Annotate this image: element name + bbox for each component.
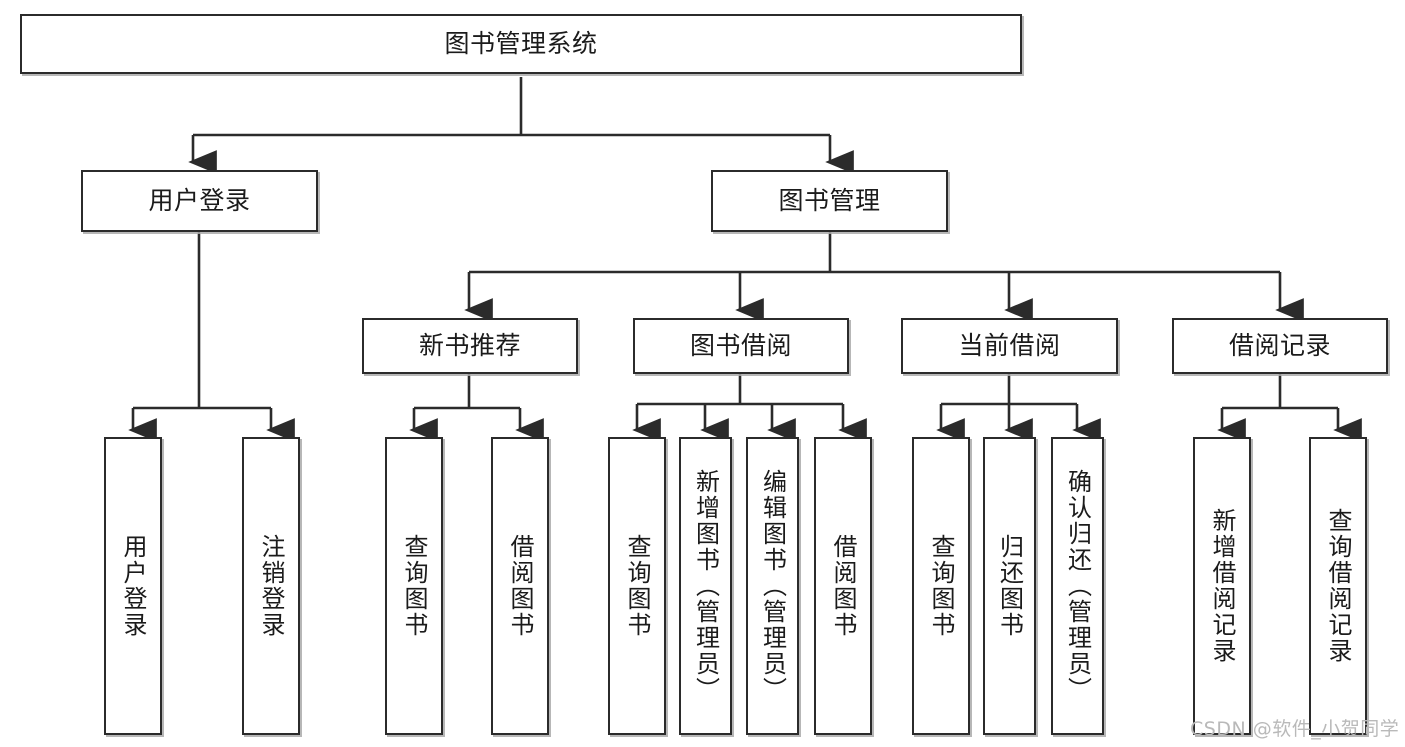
node-leaf-query-book-1-label: 查询图书 [400, 534, 428, 638]
node-user-login[interactable]: 用户登录 [81, 170, 318, 232]
node-new-book-rec[interactable]: 新书推荐 [362, 318, 578, 374]
node-leaf-borrow-book-2-label: 借阅图书 [829, 534, 857, 638]
node-current-borrow-label: 当前借阅 [958, 331, 1061, 361]
node-leaf-add-record[interactable]: 新增借阅记录 [1193, 437, 1251, 735]
node-book-borrow-label: 图书借阅 [689, 331, 792, 361]
node-leaf-logout-label: 注销登录 [257, 534, 285, 638]
node-root-label: 图书管理系统 [444, 29, 598, 59]
node-root[interactable]: 图书管理系统 [20, 14, 1022, 74]
node-new-book-rec-label: 新书推荐 [418, 331, 521, 361]
node-leaf-confirm-return-label: 确认归还（管理员） [1063, 469, 1092, 703]
node-leaf-edit-book-label: 编辑图书（管理员） [758, 469, 787, 703]
node-leaf-query-record-label: 查询借阅记录 [1324, 508, 1352, 664]
node-leaf-borrow-book-2[interactable]: 借阅图书 [814, 437, 872, 735]
csdn-watermark: CSDN @软件_小贺同学 [1190, 718, 1400, 740]
node-book-manage[interactable]: 图书管理 [711, 170, 948, 232]
node-borrow-record[interactable]: 借阅记录 [1172, 318, 1388, 374]
node-leaf-borrow-book-1[interactable]: 借阅图书 [491, 437, 549, 735]
node-leaf-query-book-3-label: 查询图书 [927, 534, 955, 638]
node-leaf-query-book-2[interactable]: 查询图书 [608, 437, 666, 735]
node-leaf-query-book-1[interactable]: 查询图书 [385, 437, 443, 735]
node-leaf-query-record[interactable]: 查询借阅记录 [1309, 437, 1367, 735]
node-leaf-add-record-label: 新增借阅记录 [1208, 508, 1236, 664]
node-leaf-user-login-label: 用户登录 [119, 534, 147, 638]
node-leaf-add-book-label: 新增图书（管理员） [691, 469, 720, 703]
node-leaf-return-book[interactable]: 归还图书 [983, 437, 1036, 735]
node-book-manage-label: 图书管理 [778, 186, 881, 216]
node-borrow-record-label: 借阅记录 [1228, 331, 1331, 361]
node-leaf-borrow-book-1-label: 借阅图书 [506, 534, 534, 638]
node-leaf-query-book-3[interactable]: 查询图书 [912, 437, 970, 735]
node-leaf-edit-book[interactable]: 编辑图书（管理员） [746, 437, 799, 735]
node-leaf-add-book[interactable]: 新增图书（管理员） [679, 437, 732, 735]
node-leaf-query-book-2-label: 查询图书 [623, 534, 651, 638]
node-leaf-confirm-return[interactable]: 确认归还（管理员） [1051, 437, 1104, 735]
node-leaf-return-book-label: 归还图书 [995, 534, 1024, 638]
node-current-borrow[interactable]: 当前借阅 [901, 318, 1118, 374]
node-user-login-label: 用户登录 [148, 186, 251, 216]
node-book-borrow[interactable]: 图书借阅 [633, 318, 849, 374]
node-leaf-user-login[interactable]: 用户登录 [104, 437, 162, 735]
node-leaf-logout[interactable]: 注销登录 [242, 437, 300, 735]
